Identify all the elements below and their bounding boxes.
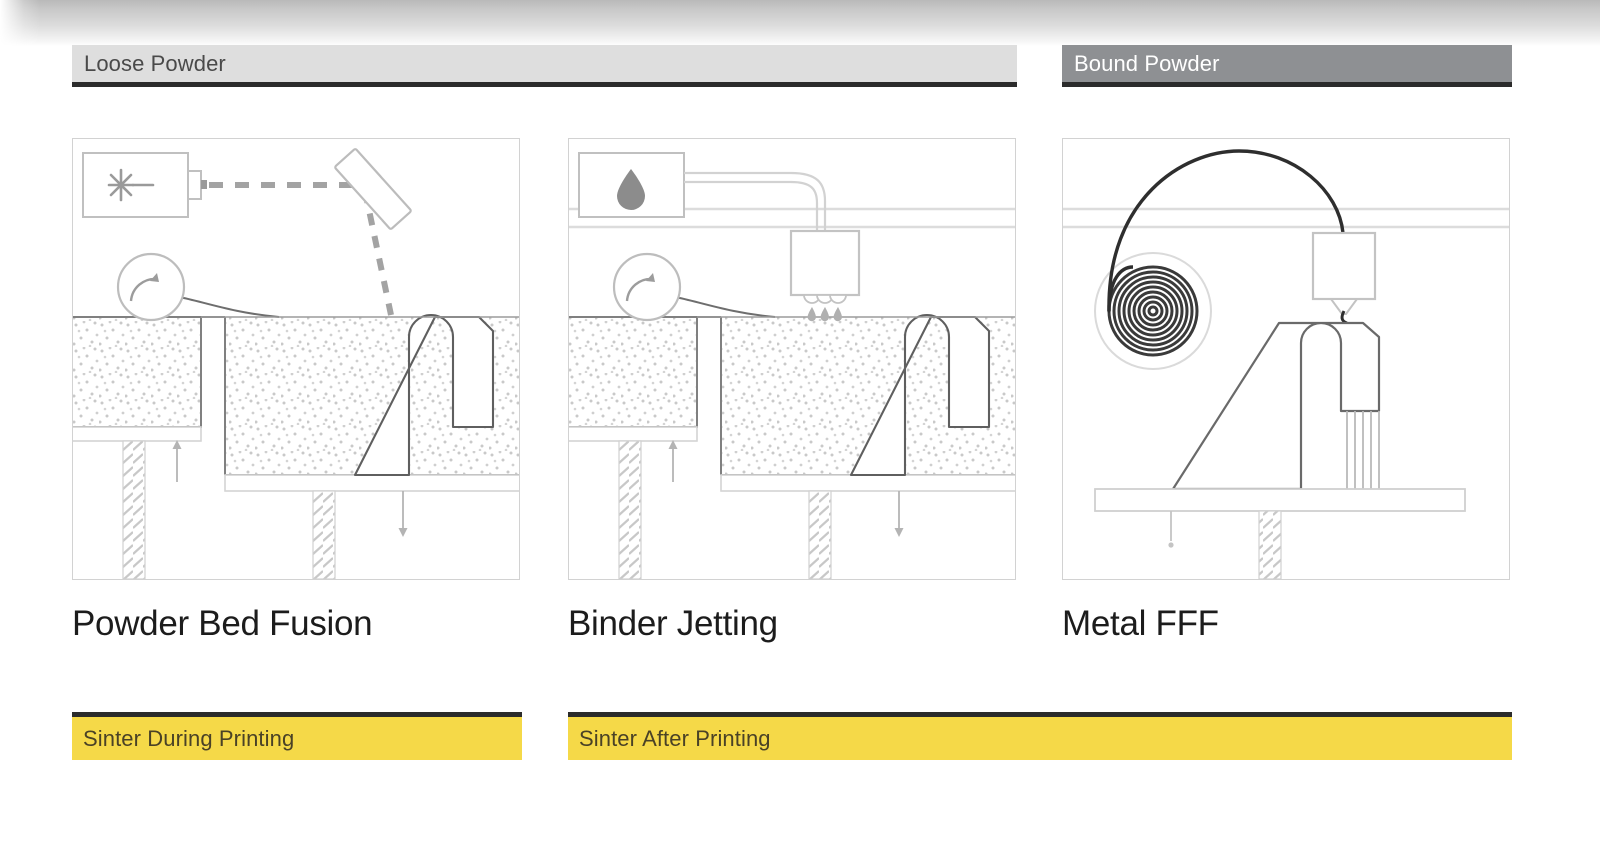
laser-beam-dashed [209,182,394,316]
build-piston-arrow-down [398,491,408,537]
extruder-head-icon [1311,231,1377,325]
powder-feed-bed [569,316,698,428]
feed-piston [73,426,202,579]
feed-piston [569,426,698,579]
laser-source-icon [82,152,207,218]
sinter-bar-after-printing: Sinter After Printing [568,712,1512,760]
build-part [1171,321,1381,491]
diagram-panel-metal-fff [1062,138,1510,580]
build-piston-arrow-down [894,491,904,537]
binder-reservoir-icon [578,152,685,218]
process-caption-powder-bed-fusion: Powder Bed Fusion [72,604,373,643]
recoater-roller-icon [612,252,682,322]
powder-feed-bed [73,316,202,428]
filament-path [1107,149,1345,313]
sinter-bar-during-printing: Sinter During Printing [72,712,522,760]
support-structure [1346,411,1380,489]
build-piston [720,474,1015,579]
powder-surface-sweep [674,296,1015,318]
sinter-label: Sinter After Printing [579,725,771,751]
diagram-panel-powder-bed-fusion [72,138,520,580]
sinter-label: Sinter During Printing [83,725,295,751]
category-label: Loose Powder [84,50,226,76]
feed-piston-arrow-up [668,440,678,482]
category-header-bound-powder: Bound Powder [1062,45,1512,87]
process-caption-binder-jetting: Binder Jetting [568,604,778,643]
nozzle-icon [1329,298,1359,315]
lead-screw [1258,510,1282,579]
nozzle-droplets [803,294,847,322]
process-caption-metal-fff: Metal FFF [1062,604,1219,643]
powder-surface-sweep [178,296,519,318]
category-label: Bound Powder [1074,50,1220,76]
build-piston [224,474,519,579]
top-gradient-band [0,0,1600,46]
diagram-panel-binder-jetting [568,138,1016,580]
filament-spool-icon [1094,252,1212,370]
binder-tube [684,171,827,231]
top-gradient-left-fade [0,0,40,46]
droplet-icon [617,169,645,210]
galvo-mirror-icon [334,148,412,230]
feed-piston-arrow-up [172,440,182,482]
category-header-loose-powder: Loose Powder [72,45,1017,87]
print-head-icon [789,229,861,322]
recoater-roller-icon [116,252,186,322]
build-plate [1094,488,1466,579]
build-plate-arrow-down [1168,511,1174,548]
